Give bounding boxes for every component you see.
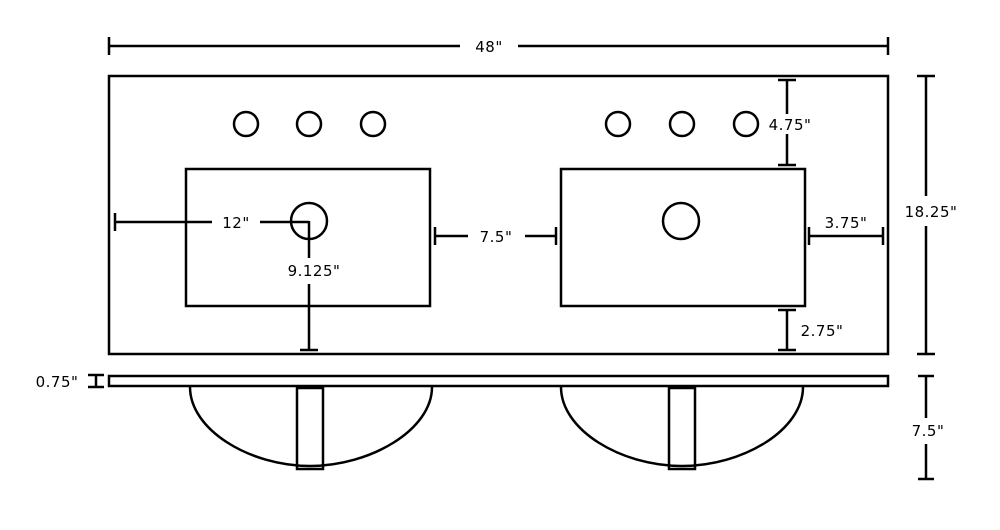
overall-depth-label: 18.25" [905,203,958,221]
left-edge-to-drain-dimension: 12" [113,213,309,232]
between-sinks-dimension: 7.5" [433,227,558,246]
faucet-to-basin-dimension: 4.75" [765,78,815,167]
between-sinks-label: 7.5" [480,228,513,246]
overall-width-dimension: 48" [107,37,890,56]
left-bowl-elevation [188,386,434,468]
right-bowl-elevation [559,386,805,468]
faucet-hole [359,110,387,138]
right-sink-basin [559,167,807,308]
basin-to-front-label: 2.75" [801,322,844,340]
bowl-depth-label: 7.5" [912,422,945,440]
faucet-hole [732,110,760,138]
faucet-hole [232,110,260,138]
countertop-outline [107,74,890,356]
countertop-slab-elevation [107,374,890,388]
left-edge-to-drain-label: 12" [222,214,250,232]
faucet-hole [604,110,632,138]
faucet-hole [668,110,696,138]
bowl-depth-dimension: 7.5" [912,374,945,481]
faucet-to-basin-label: 4.75" [769,116,812,134]
overall-depth-dimension: 18.25" [905,74,958,356]
left-drain-pipe [295,386,325,471]
sink-to-right-edge-label: 3.75" [825,214,868,232]
basin-to-front-dimension: 2.75" [778,308,844,352]
top-thickness-label: 0.75" [36,373,79,391]
right-drain-pipe [667,386,697,471]
drain-to-front-label: 9.125" [288,262,341,280]
right-faucet-holes [604,110,760,138]
top-thickness-dimension: 0.75" [36,373,104,391]
right-drain [661,201,701,241]
left-faucet-holes [232,110,387,138]
drain-to-front-dimension: 9.125" [288,221,341,352]
faucet-hole [295,110,323,138]
overall-width-label: 48" [475,38,503,56]
sink-to-right-edge-dimension: 3.75" [807,214,885,245]
